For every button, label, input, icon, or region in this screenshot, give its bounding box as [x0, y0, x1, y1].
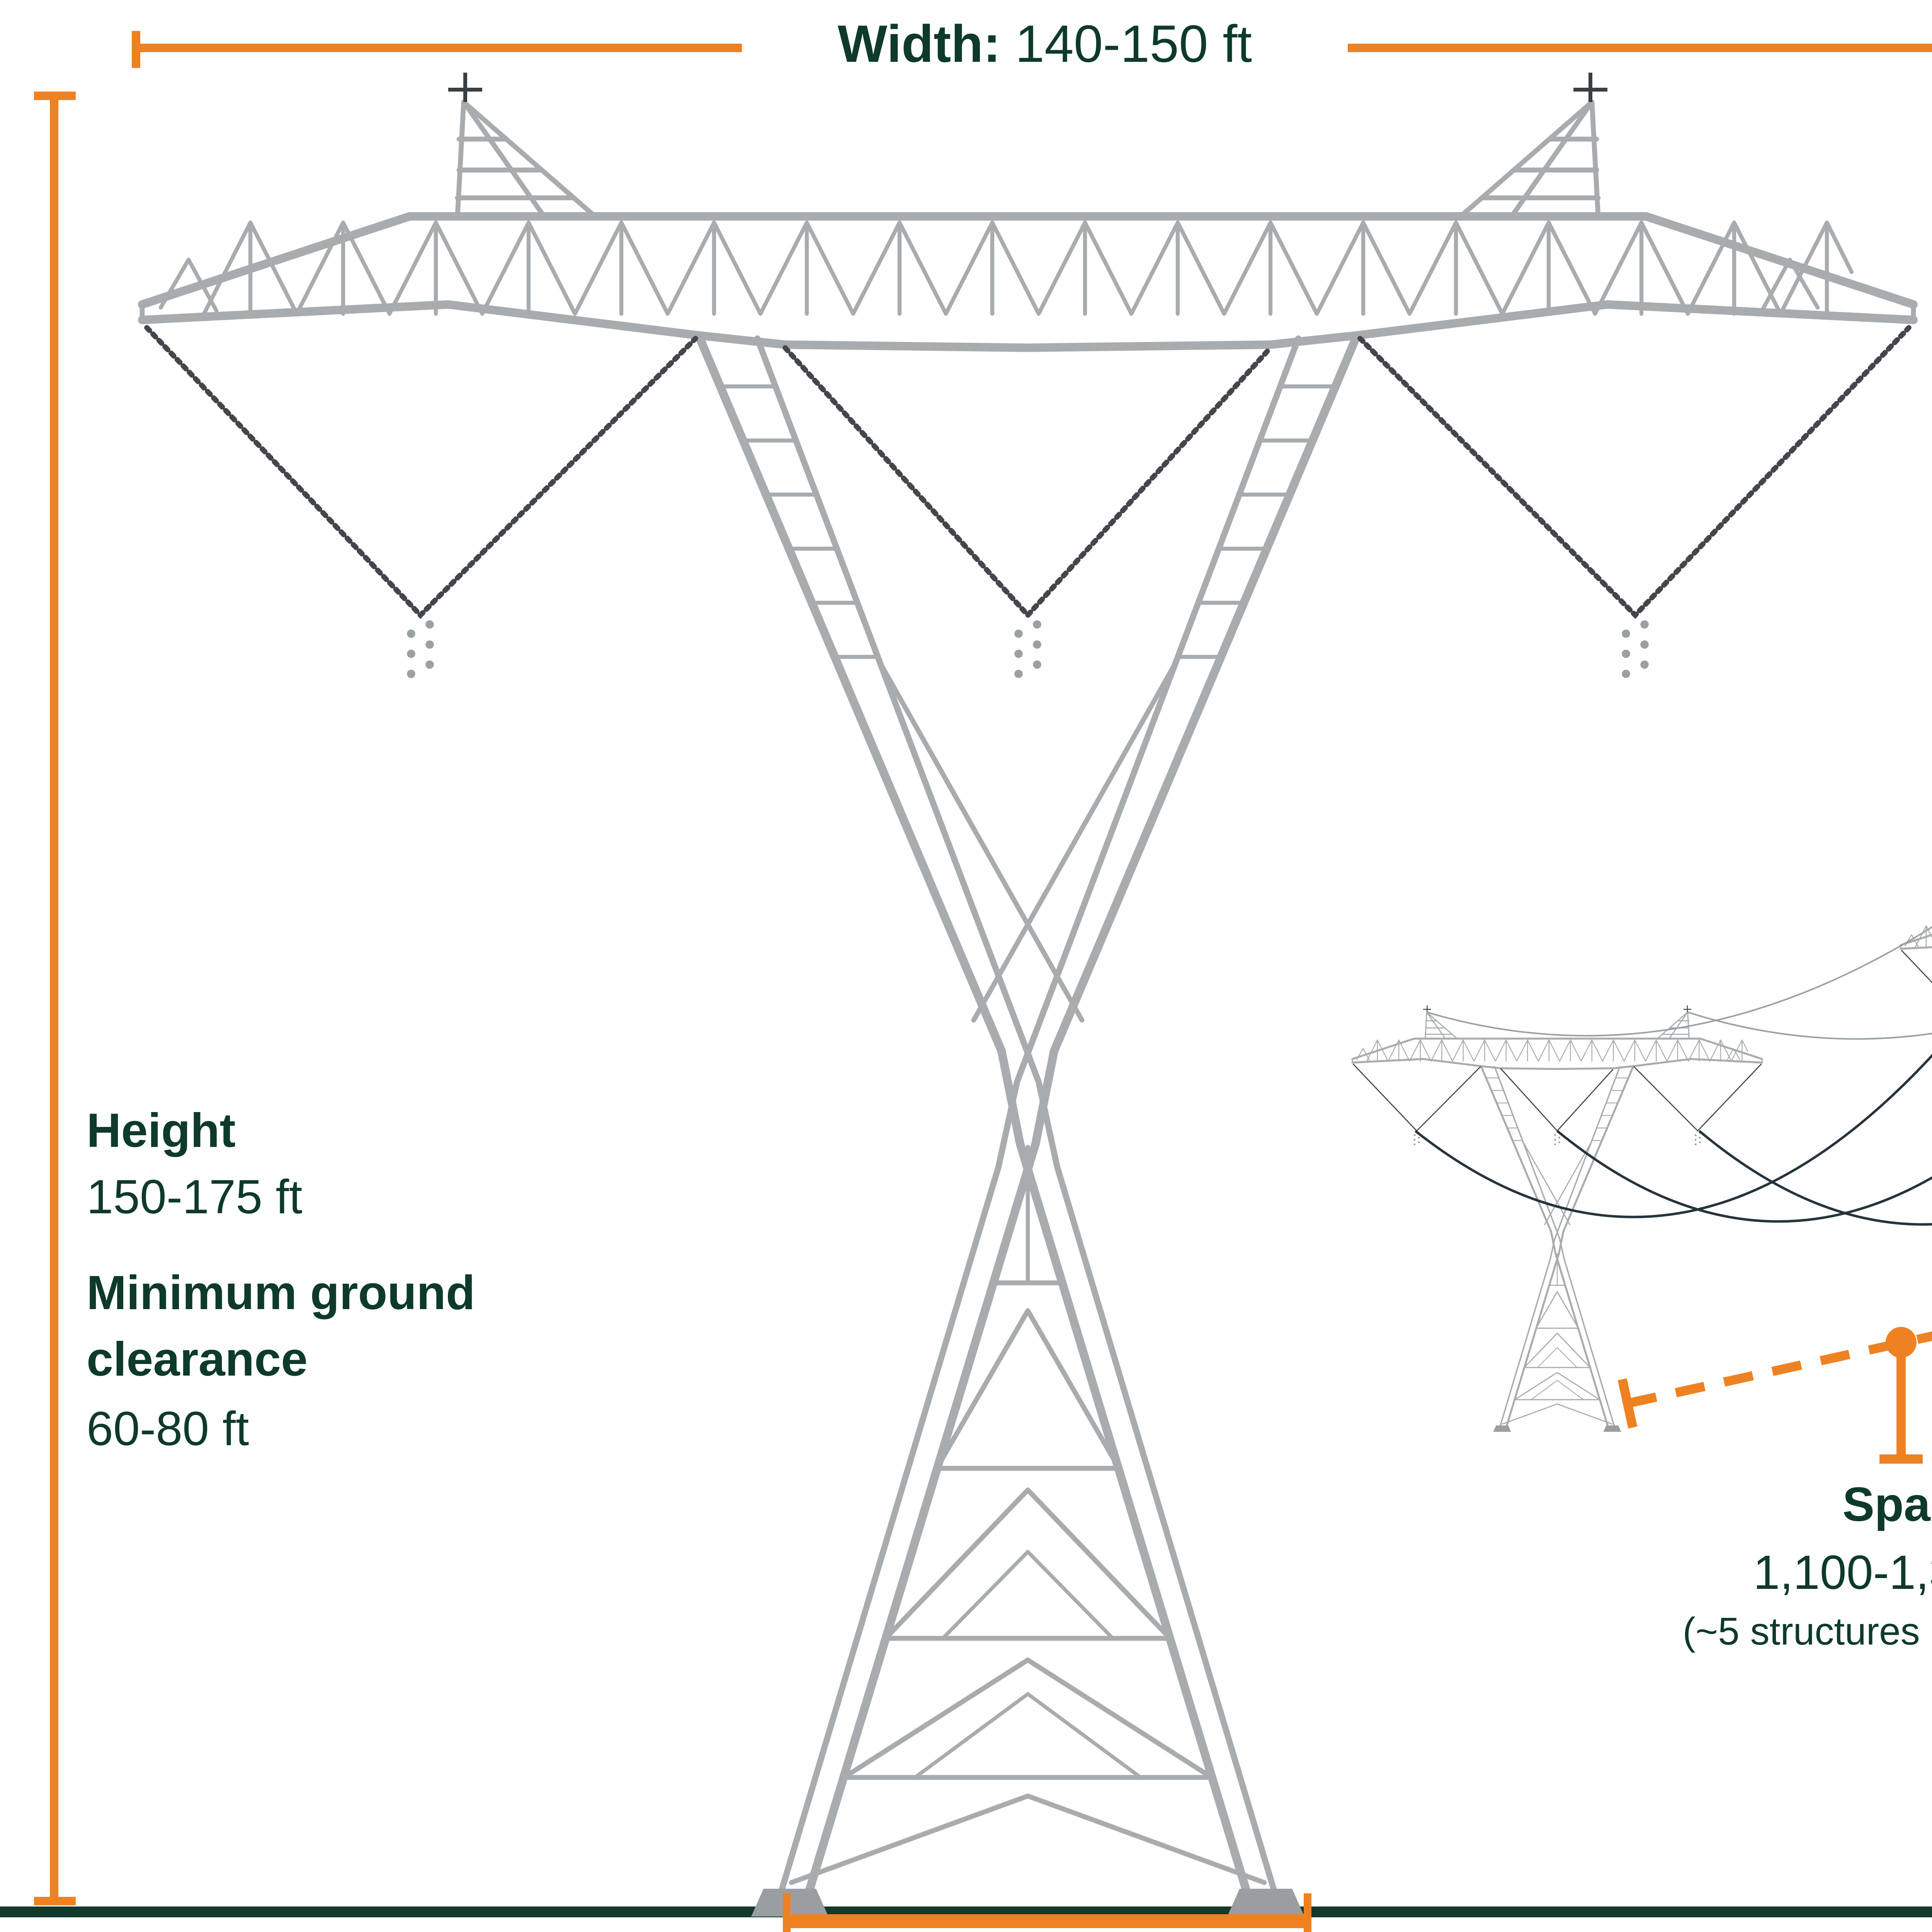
- height-label: Height: [87, 1104, 236, 1158]
- width-label: Width: 140-150 ft: [838, 15, 1252, 76]
- span-inset-towers: [1352, 890, 1932, 1432]
- width-dimension-line: [132, 31, 1932, 68]
- height-value: 150-175 ft: [87, 1170, 303, 1224]
- width-label-value: 140-150 ft: [1015, 15, 1252, 74]
- span-dimension-line: [1617, 1331, 1932, 1429]
- span-value: 1,100-1,300 ft: [1753, 1546, 1932, 1600]
- conductor-wires: [1414, 1054, 1932, 1226]
- footprint-dimension-line: [783, 1893, 1311, 1932]
- span-note: (~5 structures every mile): [1682, 1611, 1932, 1654]
- main-tower: [142, 73, 1913, 1917]
- width-label-title: Width:: [838, 15, 1001, 74]
- ground-clearance-label: Minimum ground clearance: [87, 1266, 475, 1386]
- span-pointer: [1879, 1327, 1923, 1464]
- height-dimension-line: [34, 92, 76, 1905]
- span-label: Span: [1842, 1478, 1932, 1532]
- shield-wires: [1426, 926, 1932, 1040]
- ground-clearance-value: 60-80 ft: [87, 1402, 249, 1456]
